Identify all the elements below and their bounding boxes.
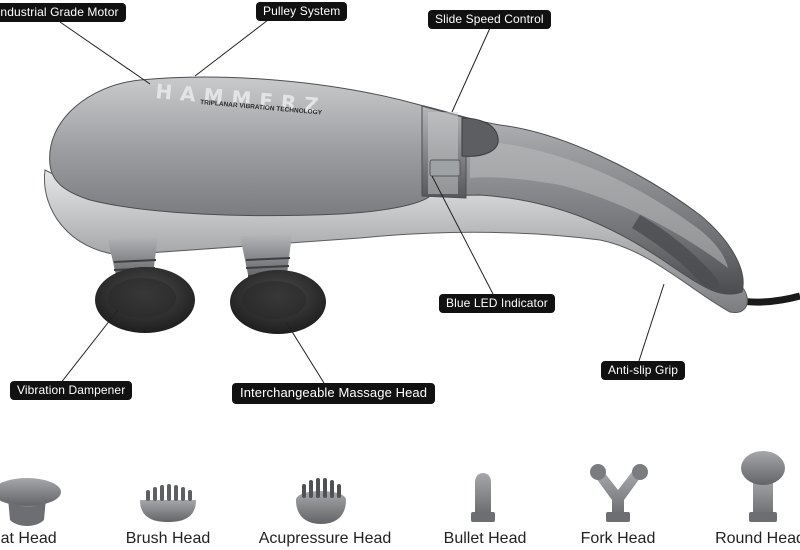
callout-industrial-motor: Industrial Grade Motor [0,3,126,22]
callout-slide-speed-control: Slide Speed Control [428,10,551,29]
massage-head-right [230,270,326,334]
label-bullet-head: Bullet Head [443,530,527,547]
acupressure-head-icon [296,478,346,524]
callout-blue-led-indicator: Blue LED Indicator [439,294,555,313]
fork-head-icon [590,464,648,522]
label-acupressure-head: Acupressure Head [258,530,392,547]
anti-slip-grip [632,215,719,289]
main-housing [49,76,744,295]
label-fork-head: Fork Head [580,530,656,547]
massage-head-left [95,267,195,333]
flat-head-icon [0,478,61,526]
round-head-icon [741,451,785,522]
callout-interchangeable-head: Interchangeable Massage Head [232,383,436,404]
callout-pulley-system: Pulley System [256,2,348,21]
callout-anti-slip-grip: Anti-slip Grip [601,361,686,380]
brush-head-icon [140,484,196,522]
leader-lines [59,19,665,385]
blue-led-indicator [429,159,461,177]
callout-vibration-dampener: Vibration Dampener [10,381,133,400]
label-round-head: Round Head [715,530,800,547]
bullet-head-icon [471,473,495,522]
label-brush-head: Brush Head [125,530,211,547]
label-flat-head: Flat Head [0,530,57,547]
slide-speed-control [461,117,499,157]
